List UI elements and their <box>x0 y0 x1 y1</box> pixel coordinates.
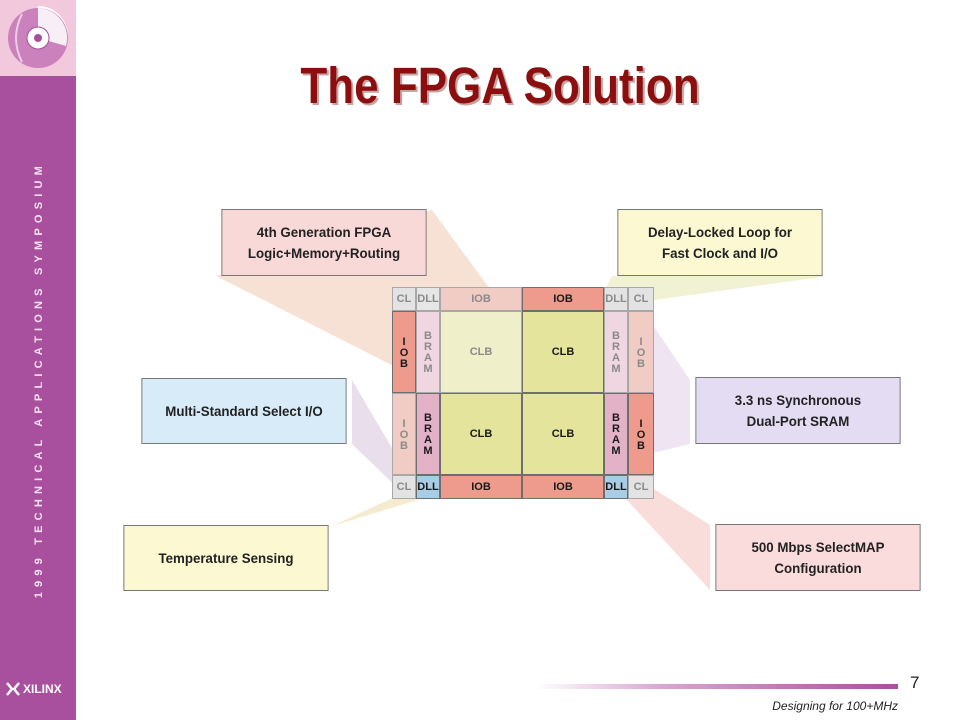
callout-temperature-line1: Temperature Sensing <box>158 549 294 566</box>
bram-cell: BRAM <box>416 311 440 393</box>
xilinx-logo: XILINX <box>6 680 72 698</box>
iob-label: IOB <box>635 335 647 369</box>
clb-cell: CLB <box>522 393 604 475</box>
cl-cell: CL <box>392 287 416 311</box>
clb-cell: CLB <box>522 311 604 393</box>
slide-title: The FPGA Solution <box>300 58 700 115</box>
callout-selectmap-line1: 500 Mbps SelectMAP <box>751 538 885 555</box>
callout-generation: 4th Generation FPGA Logic+Memory+Routing <box>221 209 427 276</box>
symposium-logo <box>0 0 76 76</box>
callout-sram-line1: 3.3 ns Synchronous <box>734 391 862 408</box>
iob-label: IOB <box>398 417 410 451</box>
iob-side-cell: IOB <box>392 311 416 393</box>
callout-select-io-line1: Multi-Standard Select I/O <box>165 402 323 419</box>
bram-label: BRAM <box>422 412 434 456</box>
callout-generation-line2: Logic+Memory+Routing <box>247 244 401 261</box>
callout-sram-line2: Dual-Port SRAM <box>746 412 850 429</box>
dll-cell: DLL <box>416 475 440 499</box>
bram-cell: BRAM <box>604 311 628 393</box>
clb-cell: CLB <box>440 311 522 393</box>
iob-side-cell: IOB <box>392 393 416 475</box>
callout-selectmap: 500 Mbps SelectMAP Configuration <box>715 524 921 591</box>
xilinx-wordmark: XILINX <box>23 682 62 696</box>
iob-cell: IOB <box>440 287 522 311</box>
bram-label: BRAM <box>610 330 622 374</box>
cl-cell: CL <box>392 475 416 499</box>
bram-cell: BRAM <box>416 393 440 475</box>
iob-cell: IOB <box>522 475 604 499</box>
sidebar: 1999 TECHNICAL APPLICATIONS SYMPOSIUM XI… <box>0 0 76 720</box>
cl-cell: CL <box>628 287 654 311</box>
callout-selectmap-line2: Configuration <box>774 559 862 576</box>
iob-side-cell: IOB <box>628 393 654 475</box>
iob-cell: IOB <box>440 475 522 499</box>
callout-dll-line1: Delay-Locked Loop for <box>647 223 793 240</box>
xilinx-mark-icon <box>6 682 20 696</box>
bram-label: BRAM <box>610 412 622 456</box>
callout-dll-line2: Fast Clock and I/O <box>661 244 779 261</box>
beam-selectmap <box>625 480 710 590</box>
callout-generation-line1: 4th Generation FPGA <box>256 223 392 240</box>
iob-label: IOB <box>398 335 410 369</box>
beam-dll <box>600 276 828 302</box>
iob-label: IOB <box>635 417 647 451</box>
page-number: 7 <box>910 673 920 692</box>
iob-cell: IOB <box>522 287 604 311</box>
bram-label: BRAM <box>422 330 434 374</box>
callout-temperature: Temperature Sensing <box>123 525 329 591</box>
dll-cell: DLL <box>416 287 440 311</box>
cl-cell: CL <box>628 475 654 499</box>
dll-cell: DLL <box>604 475 628 499</box>
dll-cell: DLL <box>604 287 628 311</box>
iob-side-cell: IOB <box>628 311 654 393</box>
cd-disc-icon <box>8 6 68 68</box>
callout-select-io: Multi-Standard Select I/O <box>141 378 347 444</box>
clb-cell: CLB <box>440 393 522 475</box>
fpga-block-diagram: CL DLL IOB IOB DLL CL IOB BRAM CLB CLB B… <box>392 287 654 499</box>
bram-cell: BRAM <box>604 393 628 475</box>
footer-divider <box>536 684 898 689</box>
footer-caption: Designing for 100+MHz <box>772 699 898 713</box>
